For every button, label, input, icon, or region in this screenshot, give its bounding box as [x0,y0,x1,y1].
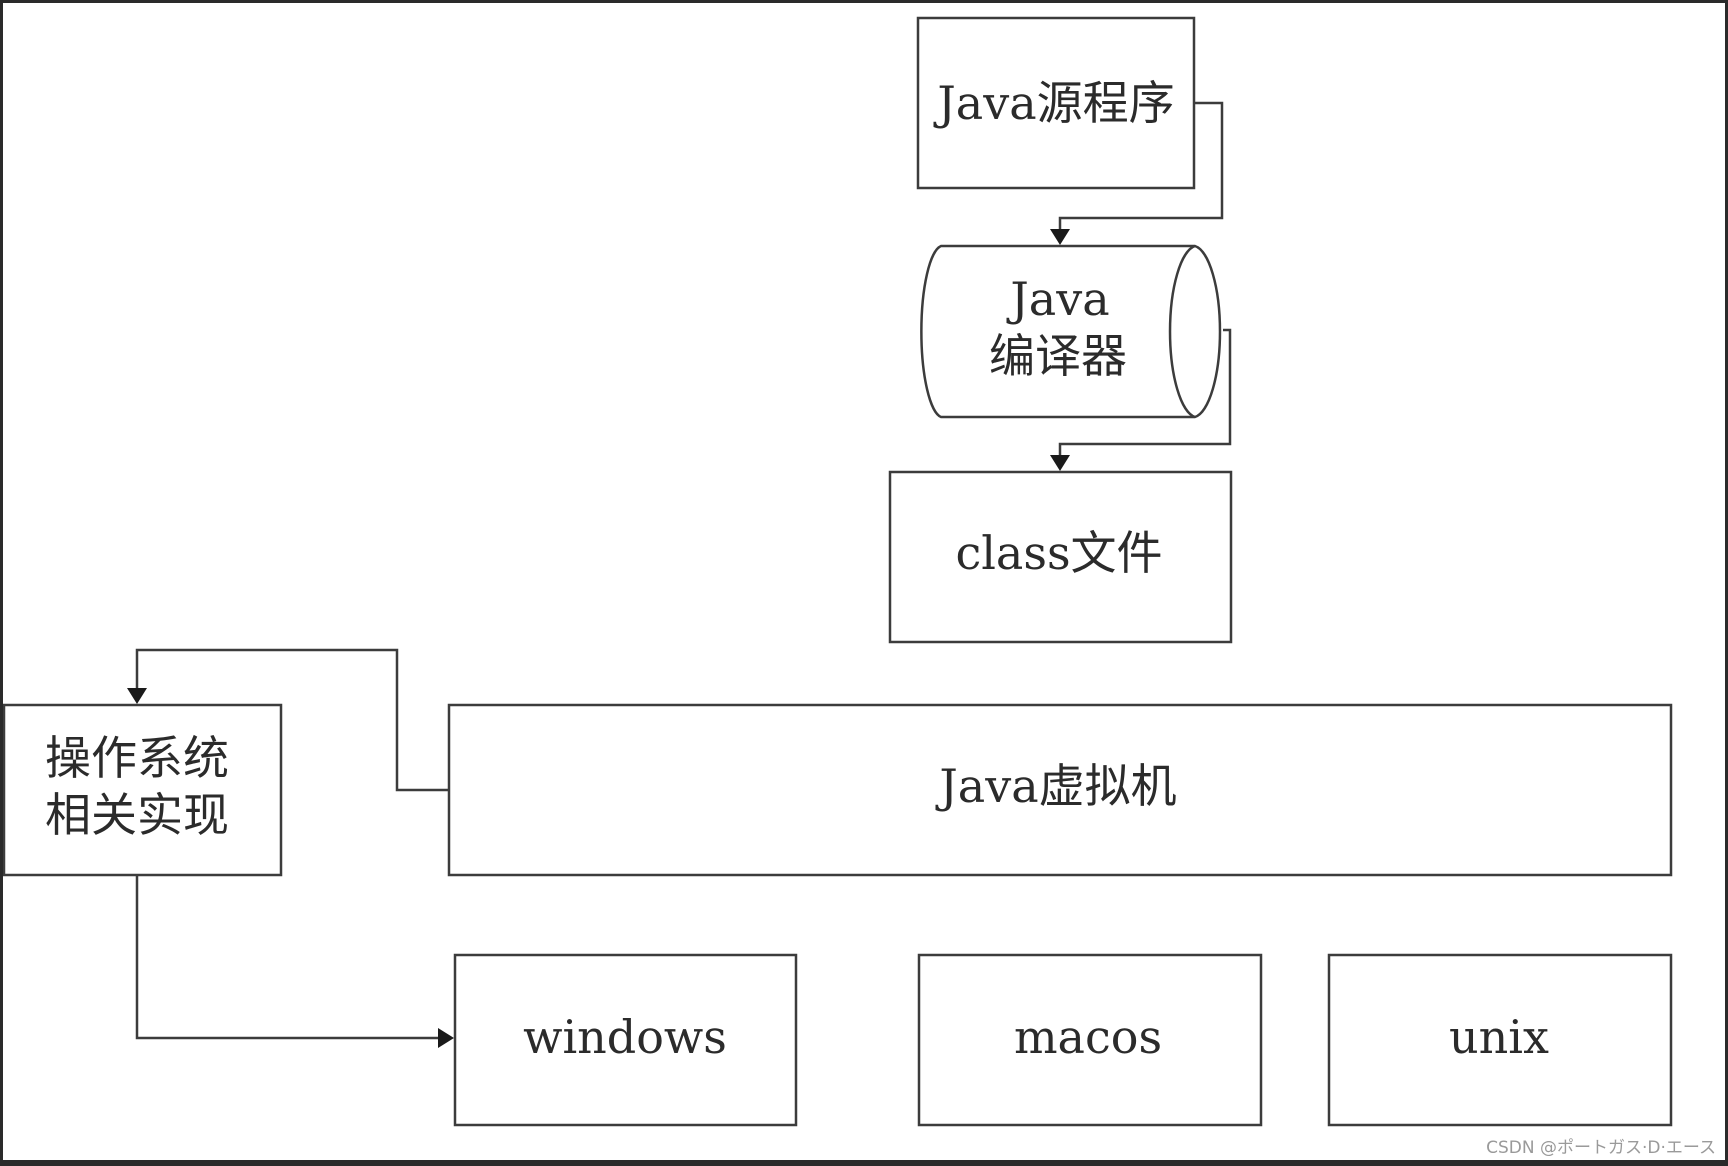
node-windows-label: windows [523,1010,727,1064]
edge-source-to-compiler-arrow [1050,229,1070,245]
node-unix-box [1327,953,1673,1127]
edge-source-to-compiler [1050,101,1224,245]
node-java-compiler-label-line1: Java [1006,272,1109,326]
edge-jvm-to-os [127,648,449,792]
node-class-file-box [888,470,1233,644]
node-os-impl-box [2,703,283,877]
node-java-compiler-cylinder-edge [1168,244,1196,419]
node-windows-box [453,953,798,1127]
node-java-compiler: Java 编译器 [920,244,1222,419]
node-macos-label: macos [1014,1010,1162,1064]
node-macos: macos [917,953,1263,1127]
edge-os-to-windows [135,875,454,1048]
node-unix-label: unix [1449,1010,1549,1064]
node-macos-box [917,953,1263,1127]
node-java-source: Java源程序 [916,16,1196,190]
node-os-impl-label-line1: 操作系统 [45,731,229,785]
node-os-impl: 操作系统 相关实现 [2,703,283,877]
edge-compiler-to-class-arrow [1050,455,1070,471]
node-jvm-label: Java虚拟机 [935,759,1176,813]
bottom-border-strip [0,1160,1728,1166]
edge-os-to-windows-arrow [438,1028,454,1048]
node-windows: windows [453,953,798,1127]
edge-compiler-to-class [1050,328,1232,471]
node-java-source-label: Java源程序 [933,76,1174,130]
edge-jvm-to-os-arrow [127,688,147,704]
node-jvm: Java虚拟机 [447,703,1673,877]
watermark: CSDN @ポートガス·D·エース [1486,1138,1716,1158]
edge-source-to-compiler-line [1058,101,1224,229]
node-java-compiler-label-line2: 编译器 [989,329,1127,383]
node-os-impl-label-line2: 相关实现 [45,788,229,842]
edge-jvm-to-os-line [135,648,449,792]
node-class-file: class文件 [888,470,1233,644]
node-java-source-box [916,16,1196,190]
node-class-file-label: class文件 [955,526,1162,580]
node-jvm-box [447,703,1673,877]
edge-os-to-windows-line [135,875,438,1040]
node-unix: unix [1327,953,1673,1127]
edge-compiler-to-class-line [1058,328,1232,455]
